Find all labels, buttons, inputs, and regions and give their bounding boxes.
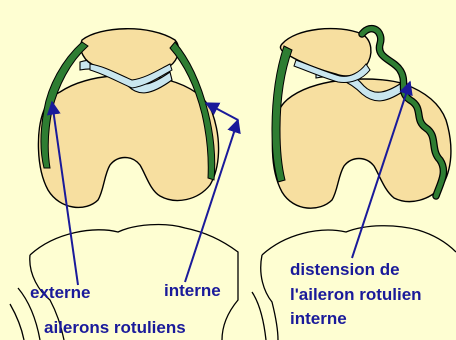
femur-right	[272, 79, 451, 208]
label-ailerons-rotuliens: ailerons rotuliens	[44, 318, 186, 337]
label-distension-2: l'aileron rotulien	[290, 285, 422, 304]
fibula-outline-right	[252, 292, 266, 340]
label-externe: externe	[30, 283, 90, 302]
label-distension-3: interne	[290, 309, 347, 328]
label-distension-1: distension de	[290, 260, 400, 279]
femur-left	[38, 75, 218, 207]
patella-right	[280, 29, 371, 76]
label-interne: interne	[164, 281, 221, 300]
